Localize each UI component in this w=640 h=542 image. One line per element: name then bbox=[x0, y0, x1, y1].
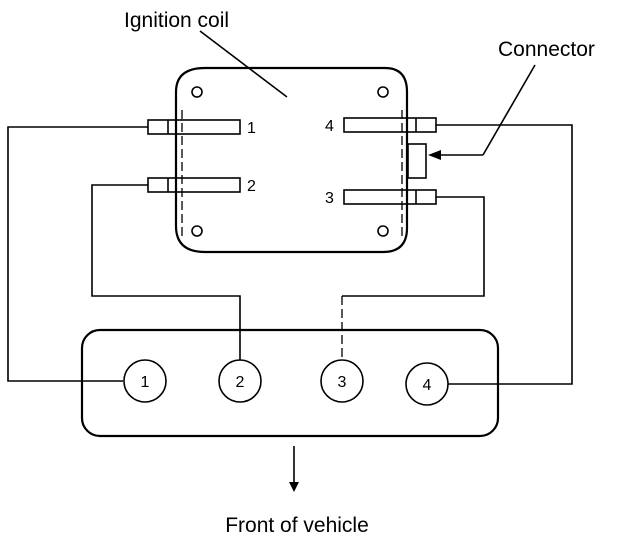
coil-terminal-label-1: 1 bbox=[247, 120, 256, 137]
cylinder-2: 2 bbox=[218, 359, 262, 403]
cylinder-label-4: 4 bbox=[423, 377, 432, 394]
connector-label: Connector bbox=[498, 38, 595, 61]
front-of-vehicle-label: Front of vehicle bbox=[225, 514, 369, 537]
connector-arrowhead bbox=[428, 150, 441, 160]
ignition-coil bbox=[174, 66, 409, 254]
wire-3 bbox=[342, 196, 485, 297]
coil-terminal-label-2: 2 bbox=[247, 178, 256, 195]
cylinder-label-1: 1 bbox=[141, 374, 150, 391]
cylinder-3: 3 bbox=[320, 359, 364, 403]
front-arrowhead bbox=[289, 482, 299, 492]
plug-wires bbox=[7, 124, 573, 385]
wire-2 bbox=[91, 184, 241, 360]
coil-terminal-label-3: 3 bbox=[325, 190, 334, 207]
connector-block bbox=[407, 143, 427, 179]
cylinder-label-2: 2 bbox=[236, 374, 245, 391]
ignition-coil-label: Ignition coil bbox=[124, 9, 229, 32]
coil-terminal-4: 4 bbox=[325, 117, 437, 135]
cylinder-label-3: 3 bbox=[338, 374, 347, 391]
ignition-coil-leader bbox=[199, 30, 288, 98]
cylinder-4: 4 bbox=[405, 362, 449, 406]
connector-leader bbox=[482, 64, 536, 156]
coil-terminal-3: 3 bbox=[325, 189, 437, 207]
cylinder-1: 1 bbox=[123, 359, 167, 403]
coil-terminal-2: 2 bbox=[147, 177, 256, 195]
coil-terminal-label-4: 4 bbox=[325, 118, 334, 135]
engine-block bbox=[80, 328, 500, 438]
wire-4 bbox=[436, 124, 573, 385]
coil-terminal-1: 1 bbox=[147, 119, 256, 137]
wire-1 bbox=[7, 126, 148, 382]
